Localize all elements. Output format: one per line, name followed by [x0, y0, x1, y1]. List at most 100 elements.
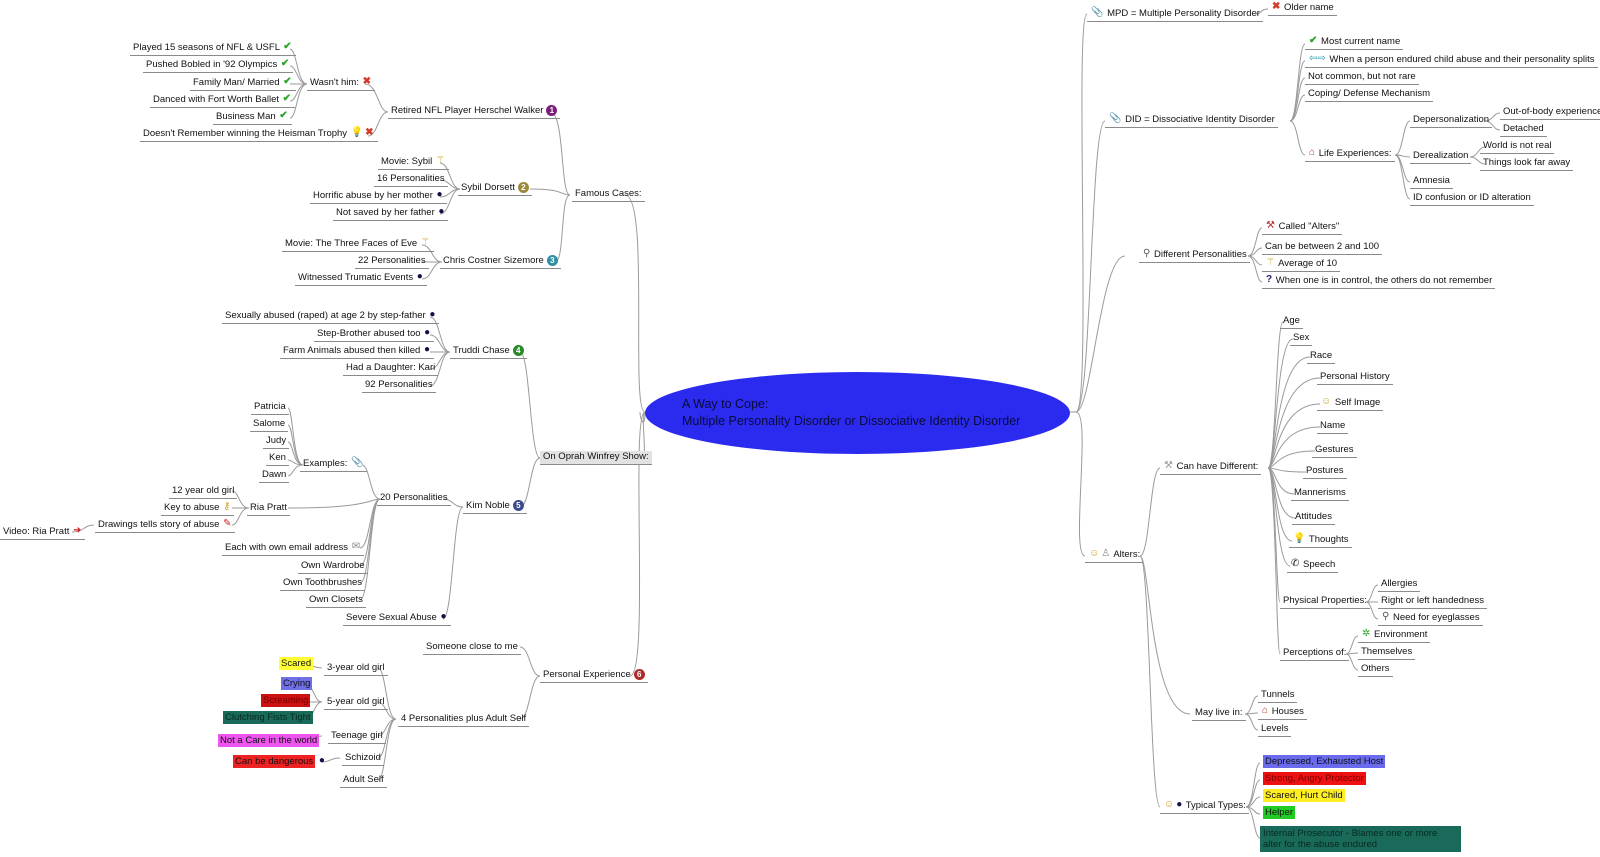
node-ria-3[interactable]: Drawings tells story of abuse ✎: [95, 519, 236, 533]
node-name[interactable]: Name: [1317, 420, 1349, 434]
node-speech[interactable]: ✆ Speech: [1287, 559, 1339, 573]
node-heisman[interactable]: Doesn't Remember winning the Heisman Tro…: [140, 128, 378, 142]
node-notcare[interactable]: Not a Care in the world: [215, 734, 322, 748]
node-mpd[interactable]: 📎 MPD = Multiple Personality Disorder: [1087, 8, 1263, 22]
node-ria-pratt[interactable]: Ria Pratt: [247, 502, 290, 516]
node-mannerisms[interactable]: Mannerisms: [1291, 487, 1349, 501]
node-gestures[interactable]: Gestures: [1312, 444, 1357, 458]
node-schizoid[interactable]: Schizoid: [342, 752, 384, 766]
node-ballet[interactable]: Danced with Fort Worth Ballet ✔: [150, 94, 296, 108]
node-attitudes[interactable]: Attitudes: [1292, 511, 1335, 525]
node-perceptions[interactable]: Perceptions of:: [1280, 647, 1350, 661]
node-called-alters[interactable]: ⚒ Called "Alters": [1262, 221, 1343, 235]
node-world-not-real[interactable]: World is not real: [1480, 140, 1555, 154]
node-coping[interactable]: Coping/ Defense Mechanism: [1305, 88, 1433, 102]
node-splits[interactable]: ⇦⇨ When a person endured child abuse and…: [1305, 54, 1598, 68]
node-type-prosecutor[interactable]: Internal Prosecutor - Blames one or more…: [1260, 826, 1461, 852]
node-chris-movie[interactable]: Movie: The Three Faces of Eve ⚚: [282, 238, 434, 252]
node-levels[interactable]: Levels: [1258, 723, 1292, 737]
node-when-one[interactable]: ? When one is in control, the others do …: [1262, 275, 1496, 289]
node-dangerous[interactable]: Can be dangerous ●: [230, 755, 329, 769]
node-personal-history[interactable]: Personal History: [1317, 371, 1393, 385]
node-id-confusion[interactable]: ID confusion or ID alteration: [1410, 192, 1534, 206]
node-wasnt-him[interactable]: Wasn't him: ✖: [307, 77, 376, 91]
node-ex-ken[interactable]: Ken: [266, 452, 289, 466]
node-type-protector[interactable]: Strong, Angry Protector: [1260, 772, 1369, 786]
node-chris-22[interactable]: 22 Personalities: [355, 255, 429, 269]
node-bobled[interactable]: Pushed Bobled in '92 Olympics ✔: [143, 59, 294, 73]
node-themselves[interactable]: Themselves: [1358, 646, 1416, 660]
node-typical-types[interactable]: ☺● Typical Types:: [1160, 800, 1249, 814]
node-truddi-4[interactable]: Had a Daughter: Kari: [343, 362, 439, 376]
node-postures[interactable]: Postures: [1303, 465, 1347, 479]
node-sybil-abuse[interactable]: Horrific abuse by her mother ●: [310, 190, 447, 204]
node-physical-properties[interactable]: Physical Properties:: [1280, 595, 1370, 609]
node-type-child[interactable]: Scared, Hurt Child: [1260, 789, 1348, 803]
node-truddi-5[interactable]: 92 Personalities: [362, 379, 436, 393]
node-ex-dawn[interactable]: Dawn: [259, 469, 290, 483]
node-older-name[interactable]: ✖ Older name: [1268, 2, 1337, 16]
node-can-have-different[interactable]: ⚒ Can have Different:: [1160, 461, 1262, 475]
node-alters[interactable]: ☺♙ Alters:: [1085, 549, 1144, 563]
node-most-current[interactable]: ✔ Most current name: [1305, 36, 1404, 50]
node-kim-20[interactable]: 20 Personalities: [377, 492, 451, 506]
node-movie-sybil[interactable]: Movie: Sybil ⚚: [378, 156, 449, 170]
node-handedness[interactable]: Right or left handedness: [1378, 595, 1487, 609]
node-four-personalities[interactable]: 4 Personalities plus Adult Self: [398, 713, 530, 727]
node-famous-cases[interactable]: Famous Cases:: [572, 188, 645, 202]
node-environment[interactable]: ✲ Environment: [1358, 629, 1431, 643]
node-kim-closets[interactable]: Own Closets: [306, 594, 366, 608]
node-truddi-2[interactable]: Step-Brother abused too ●: [314, 328, 435, 342]
node-someone[interactable]: Someone close to me: [423, 641, 521, 655]
node-self-image[interactable]: ☺ Self Image: [1317, 397, 1384, 411]
node-kim-tooth[interactable]: Own Toothbrushes: [280, 577, 366, 591]
node-kim-wardrobe[interactable]: Own Wardrobe: [298, 560, 368, 574]
node-ex-patricia[interactable]: Patricia: [251, 401, 289, 415]
node-sex[interactable]: Sex: [1290, 332, 1313, 346]
node-ex-judy[interactable]: Judy: [263, 435, 290, 449]
node-kim-email[interactable]: Each with own email address ✉: [222, 542, 365, 556]
node-business-man[interactable]: Business Man ✔: [213, 111, 292, 125]
node-girl3[interactable]: 3-year old girl: [324, 662, 388, 676]
node-type-host[interactable]: Depressed, Exhausted Host: [1260, 755, 1388, 769]
node-derealization[interactable]: Derealization: [1410, 150, 1472, 164]
node-not-common[interactable]: Not common, but not rare: [1305, 71, 1419, 85]
node-ria-1[interactable]: 12 year old girl: [169, 485, 238, 499]
node-life-experiences[interactable]: ⌂ Life Experiences:: [1305, 148, 1395, 162]
node-thoughts[interactable]: 💡 Thoughts: [1289, 534, 1352, 548]
node-nfl-seasons[interactable]: Played 15 seasons of NFL & USFL ✔: [130, 42, 296, 56]
node-truddi-1[interactable]: Sexually abused (raped) at age 2 by step…: [222, 310, 440, 324]
node-eyeglasses[interactable]: ⚲ Need for eyeglasses: [1378, 612, 1483, 626]
node-age[interactable]: Age: [1280, 315, 1303, 329]
node-adult-self[interactable]: Adult Self: [340, 774, 387, 788]
node-ex-salome[interactable]: Salome: [250, 418, 289, 432]
node-teen[interactable]: Teenage girl: [328, 730, 386, 744]
node-different-personalities[interactable]: ⚲ Different Personalities: [1139, 249, 1250, 263]
node-out-of-body[interactable]: Out-of-body experience: [1500, 106, 1600, 120]
node-detached[interactable]: Detached: [1500, 123, 1547, 137]
node-kim-severe[interactable]: Severe Sexual Abuse ●: [343, 612, 451, 626]
node-clutching[interactable]: Clutching Fists Tight: [220, 711, 316, 725]
node-crying[interactable]: Crying: [278, 677, 315, 691]
node-allergies[interactable]: Allergies: [1378, 578, 1421, 592]
node-sybil-16[interactable]: 16 Personalities: [374, 173, 448, 187]
node-others[interactable]: Others: [1358, 663, 1393, 677]
central-topic[interactable]: A Way to Cope: Multiple Personality Diso…: [645, 372, 1070, 454]
node-screaming[interactable]: Screaming: [258, 694, 313, 708]
node-tunnels[interactable]: Tunnels: [1258, 689, 1298, 703]
node-ria-video[interactable]: Video: Ria Pratt ➜: [0, 526, 86, 540]
node-far-away[interactable]: Things look far away: [1480, 157, 1574, 171]
node-examples[interactable]: Examples: 📎: [300, 458, 368, 472]
node-may-live-in[interactable]: May live in:: [1192, 707, 1246, 721]
node-sybil-father[interactable]: Not saved by her father ●: [333, 207, 449, 221]
node-girl5[interactable]: 5-year old girl: [324, 696, 388, 710]
node-ria-2[interactable]: Key to abuse ⚷: [161, 502, 235, 516]
node-scared[interactable]: Scared: [276, 657, 316, 671]
node-oprah[interactable]: On Oprah Winfrey Show:: [540, 451, 652, 465]
